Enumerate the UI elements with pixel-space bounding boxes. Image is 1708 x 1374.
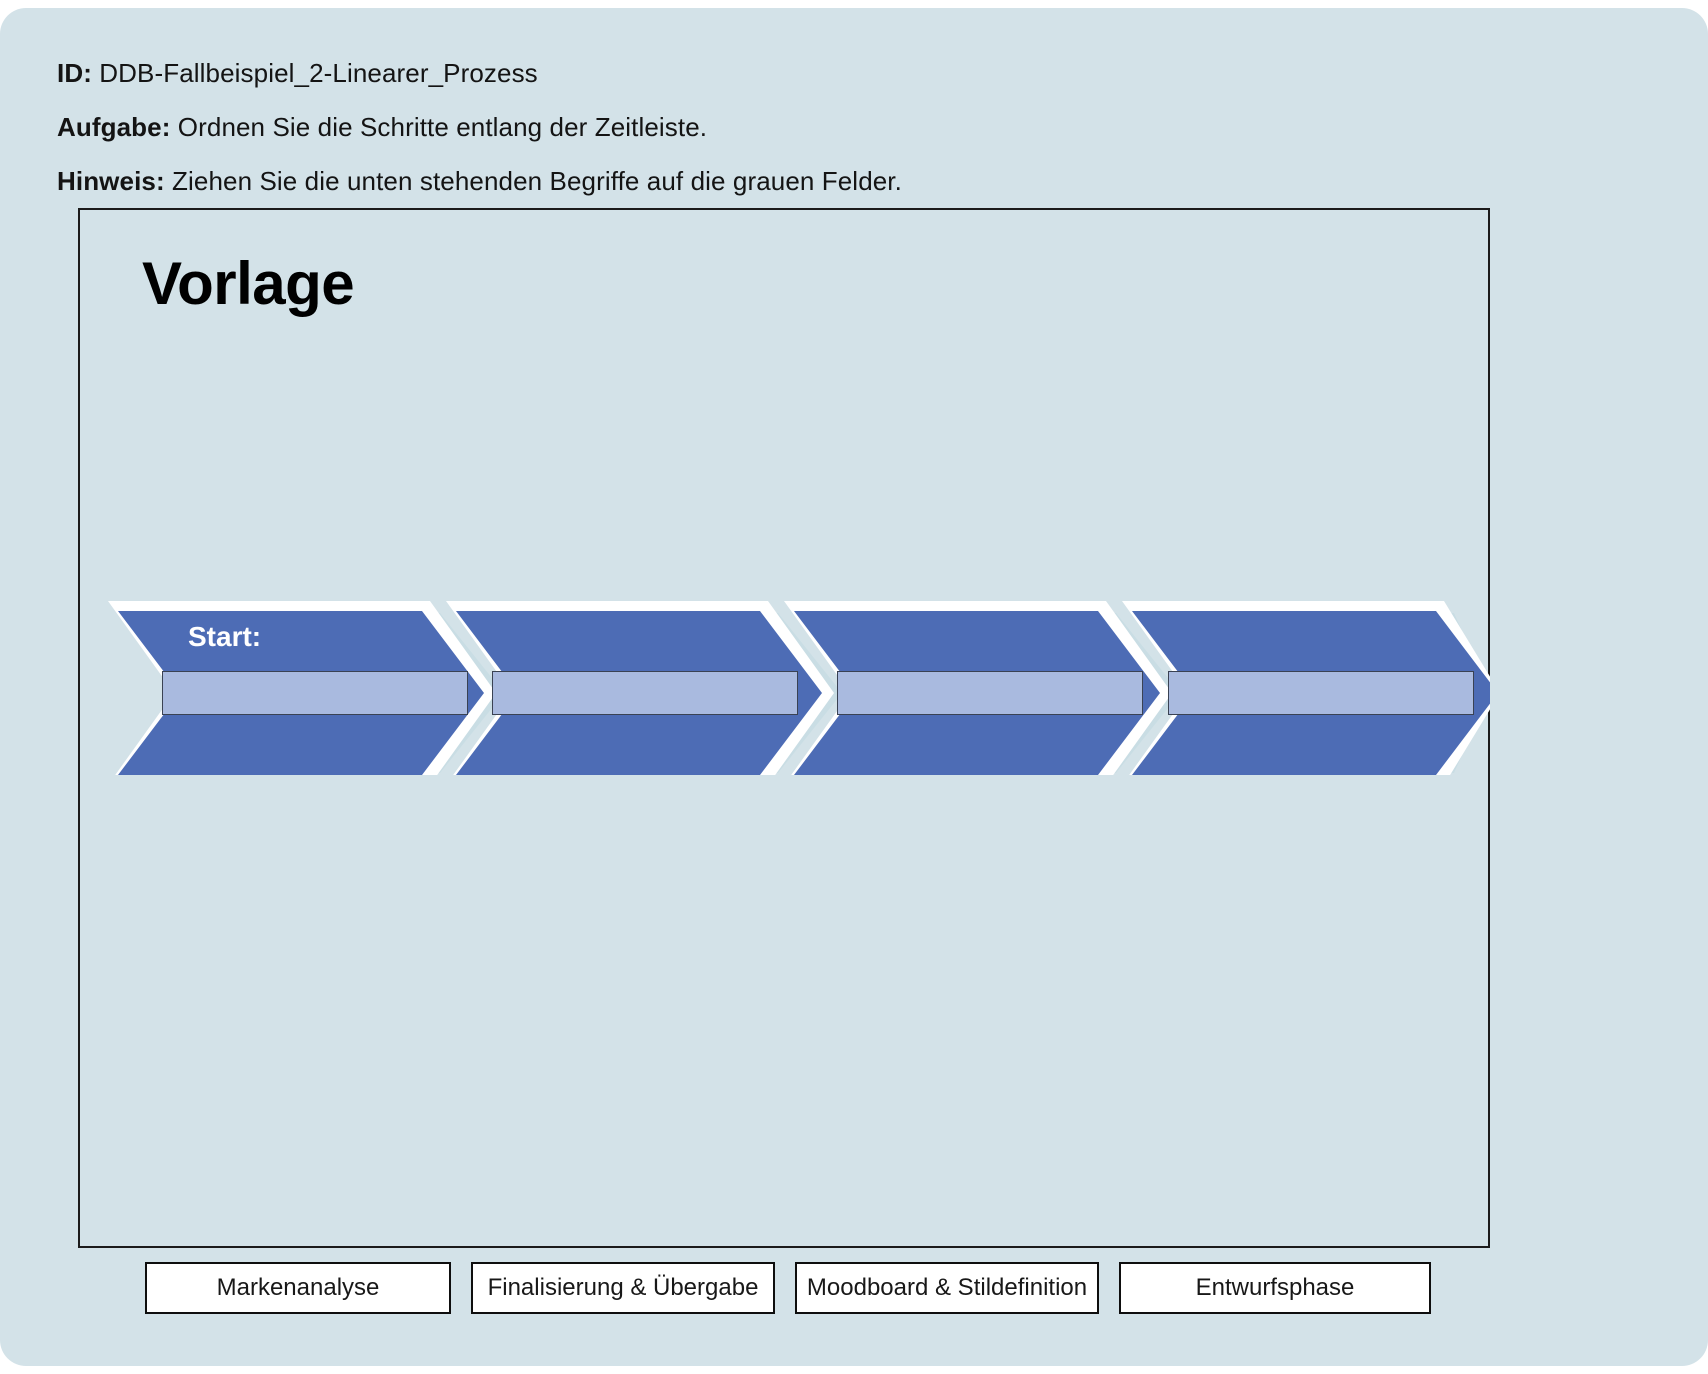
template-stage-panel: Vorlage	[78, 208, 1490, 1248]
term-chip-markenanalyse[interactable]: Markenanalyse	[145, 1262, 451, 1314]
hint-value: Ziehen Sie die unten stehenden Begriffe …	[172, 166, 902, 196]
dropzone-step-2[interactable]	[492, 671, 798, 715]
meta-line-task: Aufgabe: Ordnen Sie die Schritte entlang…	[57, 100, 1617, 154]
id-value: DDB-Fallbeispiel_2-Linearer_Prozess	[99, 58, 538, 88]
dropzone-step-4[interactable]	[1168, 671, 1474, 715]
meta-line-id: ID: DDB-Fallbeispiel_2-Linearer_Prozess	[57, 46, 1617, 100]
dropzone-step-3[interactable]	[837, 671, 1143, 715]
term-chip-moodboard-stildefinition[interactable]: Moodboard & Stildefinition	[795, 1262, 1099, 1314]
task-value: Ordnen Sie die Schritte entlang der Zeit…	[177, 112, 708, 142]
exercise-meta: ID: DDB-Fallbeispiel_2-Linearer_Prozess …	[57, 46, 1617, 208]
start-label: Start:	[188, 621, 262, 652]
meta-line-hint: Hinweis: Ziehen Sie die unten stehenden …	[57, 154, 1617, 208]
linear-process-diagram: Start:	[100, 595, 1490, 775]
term-tray: Markenanalyse Finalisierung & Übergabe M…	[145, 1262, 1575, 1314]
term-chip-entwurfsphase[interactable]: Entwurfsphase	[1119, 1262, 1431, 1314]
stage-title: Vorlage	[142, 250, 355, 317]
dropzone-step-1[interactable]	[162, 671, 468, 715]
id-label: ID:	[57, 58, 92, 88]
hint-label: Hinweis:	[57, 166, 165, 196]
task-label: Aufgabe:	[57, 112, 171, 142]
exercise-card: ID: DDB-Fallbeispiel_2-Linearer_Prozess …	[0, 8, 1708, 1366]
term-chip-finalisierung-uebergabe[interactable]: Finalisierung & Übergabe	[471, 1262, 775, 1314]
